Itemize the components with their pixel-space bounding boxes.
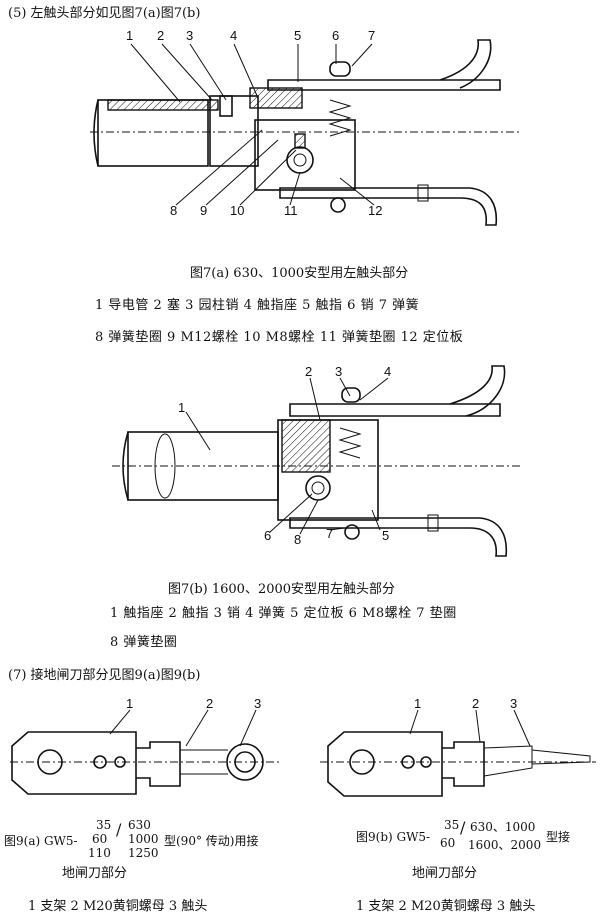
figure-7b-drawing: [112, 365, 520, 557]
fig7a-label-10: 10: [230, 203, 245, 218]
fig7b-legend-line2: 8 弹簧垫圈: [110, 635, 178, 650]
fig7b-label-1: 1: [178, 400, 186, 415]
fig7a-label-1: 1: [126, 28, 134, 43]
fig9a-frac-mid: 60: [92, 832, 108, 846]
fig9b-caption-line2: 地闸刀部分: [412, 866, 478, 881]
fig7a-label-9: 9: [200, 203, 208, 218]
fig7a-label-7: 7: [368, 28, 376, 43]
fig7b-caption: 图7(b) 1600、2000安型用左触头部分: [168, 582, 396, 597]
fig9b-frac2-top: 630、1000: [470, 820, 536, 834]
fig9a-frac-bot: 110: [88, 846, 111, 860]
fig9a-frac-slash: /: [116, 820, 122, 839]
figure-9a-drawing: [10, 709, 280, 795]
section-5-heading: (5) 左触头部分如见图7(a)图7(b): [8, 6, 201, 21]
fig9a-caption-line2: 地闸刀部分: [62, 866, 128, 881]
fig9b-caption-prefix: 图9(b) GW5-: [356, 830, 431, 844]
fig7b-label-7: 7: [326, 526, 334, 541]
fig9b-label-2: 2: [472, 696, 480, 711]
fig7a-label-11: 11: [284, 203, 298, 218]
fig9a-frac2-top: 630: [128, 818, 151, 832]
fig9a-frac2-bot: 1250: [128, 846, 159, 860]
figure-7a-drawing: [90, 39, 520, 226]
fig9a-legend: 1 支架 2 M20黄铜螺母 3 触头: [28, 899, 208, 914]
fig9b-caption: 图9(b) GW5- 35 60 / 630、1000 1600、2000 型接: [356, 818, 600, 862]
fig7b-label-3: 3: [335, 364, 343, 379]
fig7a-label-2: 2: [157, 28, 165, 43]
fig9a-caption-prefix: 图9(a) GW5-: [4, 834, 78, 848]
figure-9b-drawing: [320, 709, 596, 797]
fig7b-label-2: 2: [305, 364, 313, 379]
fig9b-caption-suffix: 型接: [546, 830, 571, 844]
fig9b-frac-top: 35: [444, 818, 460, 832]
fig7a-label-8: 8: [170, 203, 178, 218]
fig7a-legend-line1: 1 导电管 2 塞 3 园柱销 4 触指座 5 触指 6 销 7 弹簧: [95, 298, 420, 313]
fig7a-caption: 图7(a) 630、1000安型用左触头部分: [190, 266, 409, 281]
fig9a-caption: 图9(a) GW5- 35 60 110 / 630 1000 1250 型(9…: [4, 818, 300, 868]
fig9a-label-2: 2: [206, 696, 214, 711]
fig7b-label-4: 4: [384, 364, 392, 379]
fig7b-label-5: 5: [382, 528, 390, 543]
fig7a-label-6: 6: [332, 28, 340, 43]
fig9a-label-1: 1: [126, 696, 134, 711]
section-7-heading: (7) 接地闸刀部分见图9(a)图9(b): [8, 668, 201, 683]
fig9b-frac-bot: 60: [440, 836, 456, 850]
fig9a-label-3: 3: [254, 696, 262, 711]
fig9a-caption-suffix: 型(90° 传动)用接: [164, 834, 259, 848]
figure-7b: 1 2 3 4 5 6 7 8: [0, 360, 600, 570]
fig7b-label-8: 8: [294, 532, 302, 547]
figure-7a: 1 2 3 4 5 6 7 8 9 10 11 12: [0, 0, 600, 260]
fig9a-frac-top: 35: [96, 818, 112, 832]
fig9b-legend: 1 支架 2 M20黄铜螺母 3 触头: [356, 899, 536, 914]
fig7a-label-5: 5: [294, 28, 302, 43]
fig9b-frac2-bot: 1600、2000: [468, 838, 542, 852]
fig9a-frac2-mid: 1000: [128, 832, 159, 846]
fig7a-legend-line2: 8 弹簧垫圈 9 M12螺栓 10 M8螺栓 11 弹簧垫圈 12 定位板: [95, 330, 464, 345]
fig7b-legend-line1: 1 触指座 2 触指 3 销 4 弹簧 5 定位板 6 M8螺栓 7 垫圈: [110, 606, 457, 621]
figure-9a: 1 2 3: [0, 690, 300, 810]
fig9b-label-1: 1: [414, 696, 422, 711]
fig7a-label-4: 4: [230, 28, 238, 43]
figure-9b: 1 2 3: [300, 690, 600, 810]
fig7b-label-6: 6: [264, 528, 272, 543]
fig9b-label-3: 3: [510, 696, 518, 711]
fig9b-frac-slash: /: [460, 818, 466, 837]
fig7a-label-12: 12: [368, 203, 383, 218]
fig7a-label-3: 3: [186, 28, 194, 43]
